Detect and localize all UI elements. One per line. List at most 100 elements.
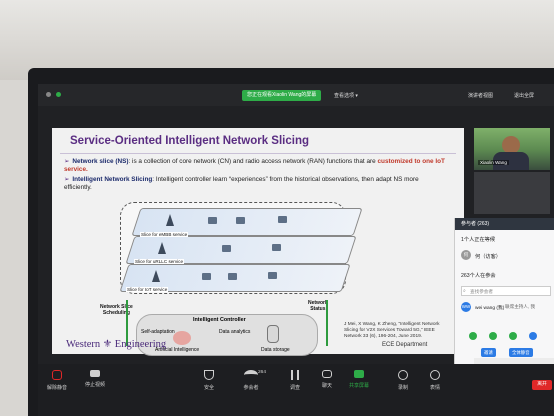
bullet2-term: Intelligent Network Slicing xyxy=(72,176,153,183)
server-icon xyxy=(222,245,231,252)
share-screen-label: 共享屏幕 xyxy=(348,383,369,389)
western-engineering-logo: Western ⚜ Engineering xyxy=(66,339,167,350)
poll-icon xyxy=(291,370,299,380)
meeting-topbar: 您正在观看Xiaolin Wang的屏幕 查看选项 ▾ 演讲者视图 退出全屏 xyxy=(38,84,554,106)
urllc-slice-label: Slice for uRLLC service xyxy=(134,259,184,264)
chat-icon xyxy=(322,370,332,378)
controller-title: Intelligent Controller xyxy=(193,317,246,323)
participants-button[interactable]: 参会者 264 xyxy=(234,370,268,391)
shared-slide: Service-Oriented Intelligent Network Sli… xyxy=(52,128,464,356)
exit-fullscreen-button[interactable]: 退出全屏 xyxy=(514,93,535,99)
record-label: 录制 xyxy=(397,385,408,391)
share-status-pill: 您正在观看Xiaolin Wang的屏幕 xyxy=(242,90,322,101)
self-video-tile[interactable]: wei wang xyxy=(474,172,550,254)
data-storage-label: Data storage xyxy=(261,347,290,353)
participants-header: 参与者 (263) xyxy=(455,218,554,230)
mic-icon[interactable] xyxy=(469,332,477,340)
reactions-label: 表情 xyxy=(429,385,440,391)
ece-department-label: ECE Department xyxy=(382,342,428,348)
leave-button[interactable]: 离开 xyxy=(532,380,552,390)
raise-hand-icon[interactable] xyxy=(509,332,517,340)
more-icon[interactable] xyxy=(529,332,537,340)
speaker-body xyxy=(493,152,529,170)
reactions-button[interactable]: 表情 xyxy=(418,370,452,391)
polls-label: 调查 xyxy=(289,385,300,391)
data-analytics-label: Data analytics xyxy=(219,329,251,335)
participant-search-input[interactable]: 查找参会者 xyxy=(461,286,551,296)
view-options-menu[interactable]: 查看选项 ▾ xyxy=(334,93,358,99)
server-icon xyxy=(228,273,237,280)
speaker-view-button[interactable]: 演讲者视图 xyxy=(468,93,494,99)
scheduling-arrow xyxy=(126,300,128,346)
security-label: 安全 xyxy=(203,385,214,391)
brain-icon xyxy=(173,331,191,345)
reference-citation: J Mei, X Wang, K Zheng, “Intelligent Net… xyxy=(344,322,440,339)
stop-video-button[interactable]: 停止视频 xyxy=(78,370,112,388)
bullet-network-slice: ➢Network slice (NS): is a collection of … xyxy=(64,158,448,174)
member-name: wei wang (我) xyxy=(475,306,505,311)
shield-icon xyxy=(204,370,214,380)
smiley-icon xyxy=(430,370,440,380)
title-divider xyxy=(60,153,456,154)
bullet1-highlight: customized to one IoT service. xyxy=(64,158,445,173)
chat-button[interactable]: 聊天 xyxy=(310,370,344,389)
bullet-intelligent-slicing: ➢Intelligent Network Slicing: Intelligen… xyxy=(64,176,448,192)
search-icon: ⌕ xyxy=(463,288,466,294)
security-button[interactable]: 安全 xyxy=(192,370,226,391)
member-role: 联席主持人, 我 xyxy=(505,304,536,309)
member-avatar: WW xyxy=(461,302,471,312)
participants-count: 264 xyxy=(258,370,267,375)
speaker-name: Xiaolin Wang xyxy=(478,160,509,165)
record-icon xyxy=(398,370,408,380)
unmute-label: 解除静音 xyxy=(46,385,67,391)
speaker-video-tile[interactable]: Xiaolin Wang xyxy=(474,128,550,170)
slide-title: Service-Oriented Intelligent Network Sli… xyxy=(70,135,310,147)
unmute-button[interactable]: 解除静音 xyxy=(40,370,74,391)
security-shield-icon[interactable] xyxy=(56,92,61,97)
invite-button[interactable]: 邀请 xyxy=(481,348,496,357)
info-icon[interactable] xyxy=(46,92,51,97)
status-arrow xyxy=(326,300,328,346)
camera-icon xyxy=(90,370,100,377)
wall-background xyxy=(0,0,554,80)
stop-video-label: 停止视频 xyxy=(84,382,105,388)
bullet1-term: Network slice (NS) xyxy=(72,158,129,165)
participants-panel: 参与者 (263) 1个人正在等候 何 何（访客） 263个人在参会 查找参会者… xyxy=(454,218,554,380)
video-strip: Xiaolin Wang wei wang xyxy=(472,128,554,374)
video-icon[interactable] xyxy=(489,332,497,340)
share-screen-button[interactable]: 共享屏幕 xyxy=(342,370,376,389)
self-adaptation-label: Self-adaptation xyxy=(141,329,175,335)
intelligent-controller-box: Intelligent Controller Self-adaptation D… xyxy=(136,314,318,356)
slicing-diagram: Slice for eMBB service Slice for uRLLC s… xyxy=(106,202,363,322)
server-icon xyxy=(208,217,217,224)
record-button[interactable]: 录制 xyxy=(386,370,420,391)
server-icon xyxy=(236,217,245,224)
joined-count: 263个人在参会 xyxy=(461,273,496,279)
router-icon xyxy=(272,244,281,251)
waiting-name: 何（访客） xyxy=(475,254,501,260)
muted-mic-icon xyxy=(52,370,62,380)
base-station-icon xyxy=(152,270,160,282)
waiting-count: 1个人正在等候 xyxy=(461,237,496,243)
system-tray xyxy=(474,358,554,368)
bullet-arrow-icon: ➢ xyxy=(64,158,70,165)
router-icon xyxy=(268,272,277,279)
speaker-head xyxy=(502,136,520,154)
base-station-icon xyxy=(158,242,166,254)
participants-label: 参会者 xyxy=(243,385,259,391)
router-icon xyxy=(278,216,287,223)
iot-slice-label: Slice for IoT service xyxy=(126,287,169,292)
people-icon xyxy=(244,370,258,380)
network-status-label: Network Status xyxy=(308,300,328,312)
mute-all-button[interactable]: 全体静音 xyxy=(509,348,533,357)
ai-label: Artificial Intelligence xyxy=(155,347,200,353)
share-arrow-icon xyxy=(354,370,364,378)
bullet1-text: : is a collection of core network (CN) a… xyxy=(128,158,376,165)
polls-button[interactable]: 调查 xyxy=(278,370,312,391)
base-station-icon xyxy=(166,214,174,226)
database-icon xyxy=(267,325,279,343)
chat-label: 聊天 xyxy=(321,383,332,389)
bullet-arrow-icon: ➢ xyxy=(64,176,70,183)
embb-slice-label: Slice for eMBB service xyxy=(140,232,189,237)
zoom-window: 您正在观看Xiaolin Wang的屏幕 查看选项 ▾ 演讲者视图 退出全屏 S… xyxy=(38,84,554,416)
